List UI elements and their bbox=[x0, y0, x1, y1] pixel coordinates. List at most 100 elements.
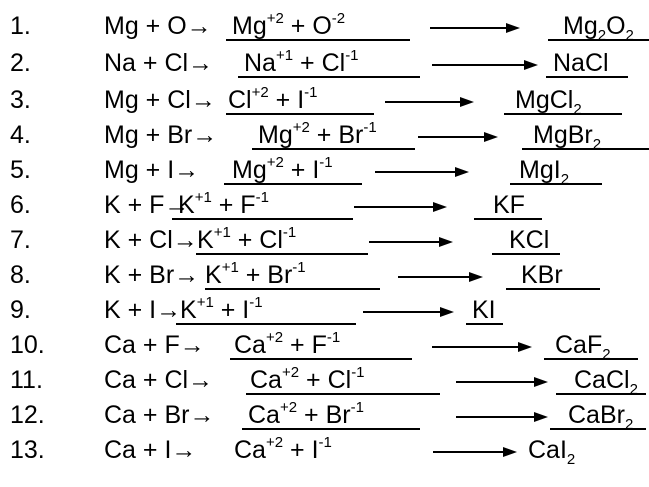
anion-symbol: O bbox=[312, 12, 332, 40]
reactants: K + F→ bbox=[104, 191, 190, 219]
product-formula: CaBr2 bbox=[568, 397, 633, 437]
product-formula: KF bbox=[493, 187, 525, 224]
product-main: KF bbox=[493, 191, 525, 219]
underline-ions bbox=[226, 39, 410, 41]
product-main: CaF bbox=[555, 331, 603, 359]
cation-symbol: Ca bbox=[250, 366, 282, 394]
reactants: Ca + I→ bbox=[104, 436, 197, 464]
row-number: 5. bbox=[10, 156, 31, 184]
ion-equation: Na+1 + Cl-1 bbox=[244, 45, 359, 85]
product-main: MgI bbox=[519, 156, 561, 184]
product-formula: CaCl2 bbox=[574, 362, 638, 402]
underline-product bbox=[510, 183, 602, 185]
anion-charge: -2 bbox=[331, 10, 346, 27]
plus-sign: + bbox=[283, 436, 312, 464]
underline-ions bbox=[205, 288, 380, 290]
anion-charge: -1 bbox=[350, 399, 364, 416]
ion-equation: Ca+2 + F-1 bbox=[234, 327, 340, 367]
cation-symbol: Cl bbox=[228, 86, 252, 114]
reactants: Na + Cl→ bbox=[104, 49, 214, 77]
plus-sign: + bbox=[213, 296, 243, 324]
product-subscript: 2 bbox=[629, 381, 638, 398]
plus-sign: + bbox=[297, 401, 326, 429]
reactants: Mg + I→ bbox=[104, 156, 200, 184]
anion-symbol: I bbox=[312, 156, 320, 184]
plus-sign: + bbox=[211, 191, 241, 219]
row-number: 6. bbox=[10, 191, 31, 219]
underline-product bbox=[506, 288, 600, 290]
row-number: 9. bbox=[10, 296, 31, 324]
anion-symbol: F bbox=[311, 331, 327, 359]
cation-symbol: K bbox=[178, 191, 195, 219]
product-main: KI bbox=[472, 296, 496, 324]
arrow-icon bbox=[385, 82, 474, 119]
plus-sign: + bbox=[283, 331, 312, 359]
cation-charge: +1 bbox=[275, 47, 294, 64]
anion-charge: -1 bbox=[318, 434, 332, 451]
arrow-icon bbox=[432, 327, 532, 364]
cation-charge: +2 bbox=[266, 10, 284, 27]
arrow-icon bbox=[433, 432, 517, 469]
plus-sign: + bbox=[283, 12, 313, 40]
reactants: K + I→ bbox=[104, 296, 182, 324]
product-main: NaCl bbox=[553, 49, 609, 77]
row-number: 2. bbox=[10, 49, 31, 77]
plus-sign: + bbox=[268, 86, 298, 114]
product-main: KCl bbox=[509, 226, 550, 254]
plus-sign: + bbox=[238, 261, 268, 289]
anion-symbol: I bbox=[297, 86, 305, 114]
ion-equation: Ca+2 + Br-1 bbox=[248, 397, 364, 437]
cation-charge: +2 bbox=[251, 84, 269, 101]
underline-ions bbox=[224, 183, 362, 185]
plus-sign: + bbox=[299, 366, 328, 394]
anion-charge: -1 bbox=[304, 84, 318, 101]
reactants: Ca + F→ bbox=[104, 331, 205, 359]
anion-charge: -1 bbox=[292, 259, 306, 276]
row-number: 1. bbox=[10, 12, 31, 40]
cation-charge: +2 bbox=[266, 154, 284, 171]
underline-product bbox=[522, 148, 649, 150]
reactants: Mg + Cl→ bbox=[104, 86, 216, 114]
ion-equation: Cl+2 + I-1 bbox=[228, 82, 318, 122]
underline-ions bbox=[242, 428, 420, 430]
anion-charge: -1 bbox=[255, 189, 269, 206]
product-subscript: 2 bbox=[566, 451, 576, 468]
reaction-row: 2. Na + Cl→ Na+1 + Cl-1 NaCl bbox=[0, 45, 649, 82]
row-number: 11. bbox=[10, 366, 43, 394]
cation-charge: +1 bbox=[196, 294, 214, 311]
cation-symbol: Mg bbox=[258, 121, 293, 149]
anion-charge: -1 bbox=[319, 154, 333, 171]
cation-symbol: Ca bbox=[234, 331, 266, 359]
product-subscript: 2 bbox=[573, 101, 582, 118]
underline-ions bbox=[172, 218, 353, 220]
reactants: Ca + Br→ bbox=[104, 401, 215, 429]
plus-sign: + bbox=[230, 226, 260, 254]
plus-sign: + bbox=[309, 121, 339, 149]
product-main: MgCl bbox=[515, 86, 574, 114]
cation-symbol: Ca bbox=[234, 436, 266, 464]
ion-equation: Ca+2 + I-1 bbox=[234, 432, 332, 472]
product-formula: NaCl bbox=[553, 45, 609, 82]
cation-symbol: K bbox=[205, 261, 222, 289]
product-main: CaBr bbox=[568, 401, 625, 429]
product-formula: CaI2 bbox=[528, 432, 575, 472]
underline-ions bbox=[238, 76, 420, 78]
anion-charge: -1 bbox=[326, 329, 341, 346]
cation-charge: +2 bbox=[265, 329, 284, 346]
anion-symbol: Br bbox=[338, 121, 364, 149]
product-formula: MgI2 bbox=[519, 152, 569, 192]
ion-equation: K+1 + F-1 bbox=[178, 187, 269, 227]
row-number: 4. bbox=[10, 121, 31, 149]
anion-symbol: Br bbox=[325, 401, 351, 429]
anion-charge: -1 bbox=[345, 47, 359, 64]
anion-charge: -1 bbox=[282, 224, 297, 241]
product-formula: KBr bbox=[521, 257, 563, 294]
underline-product bbox=[548, 39, 649, 41]
